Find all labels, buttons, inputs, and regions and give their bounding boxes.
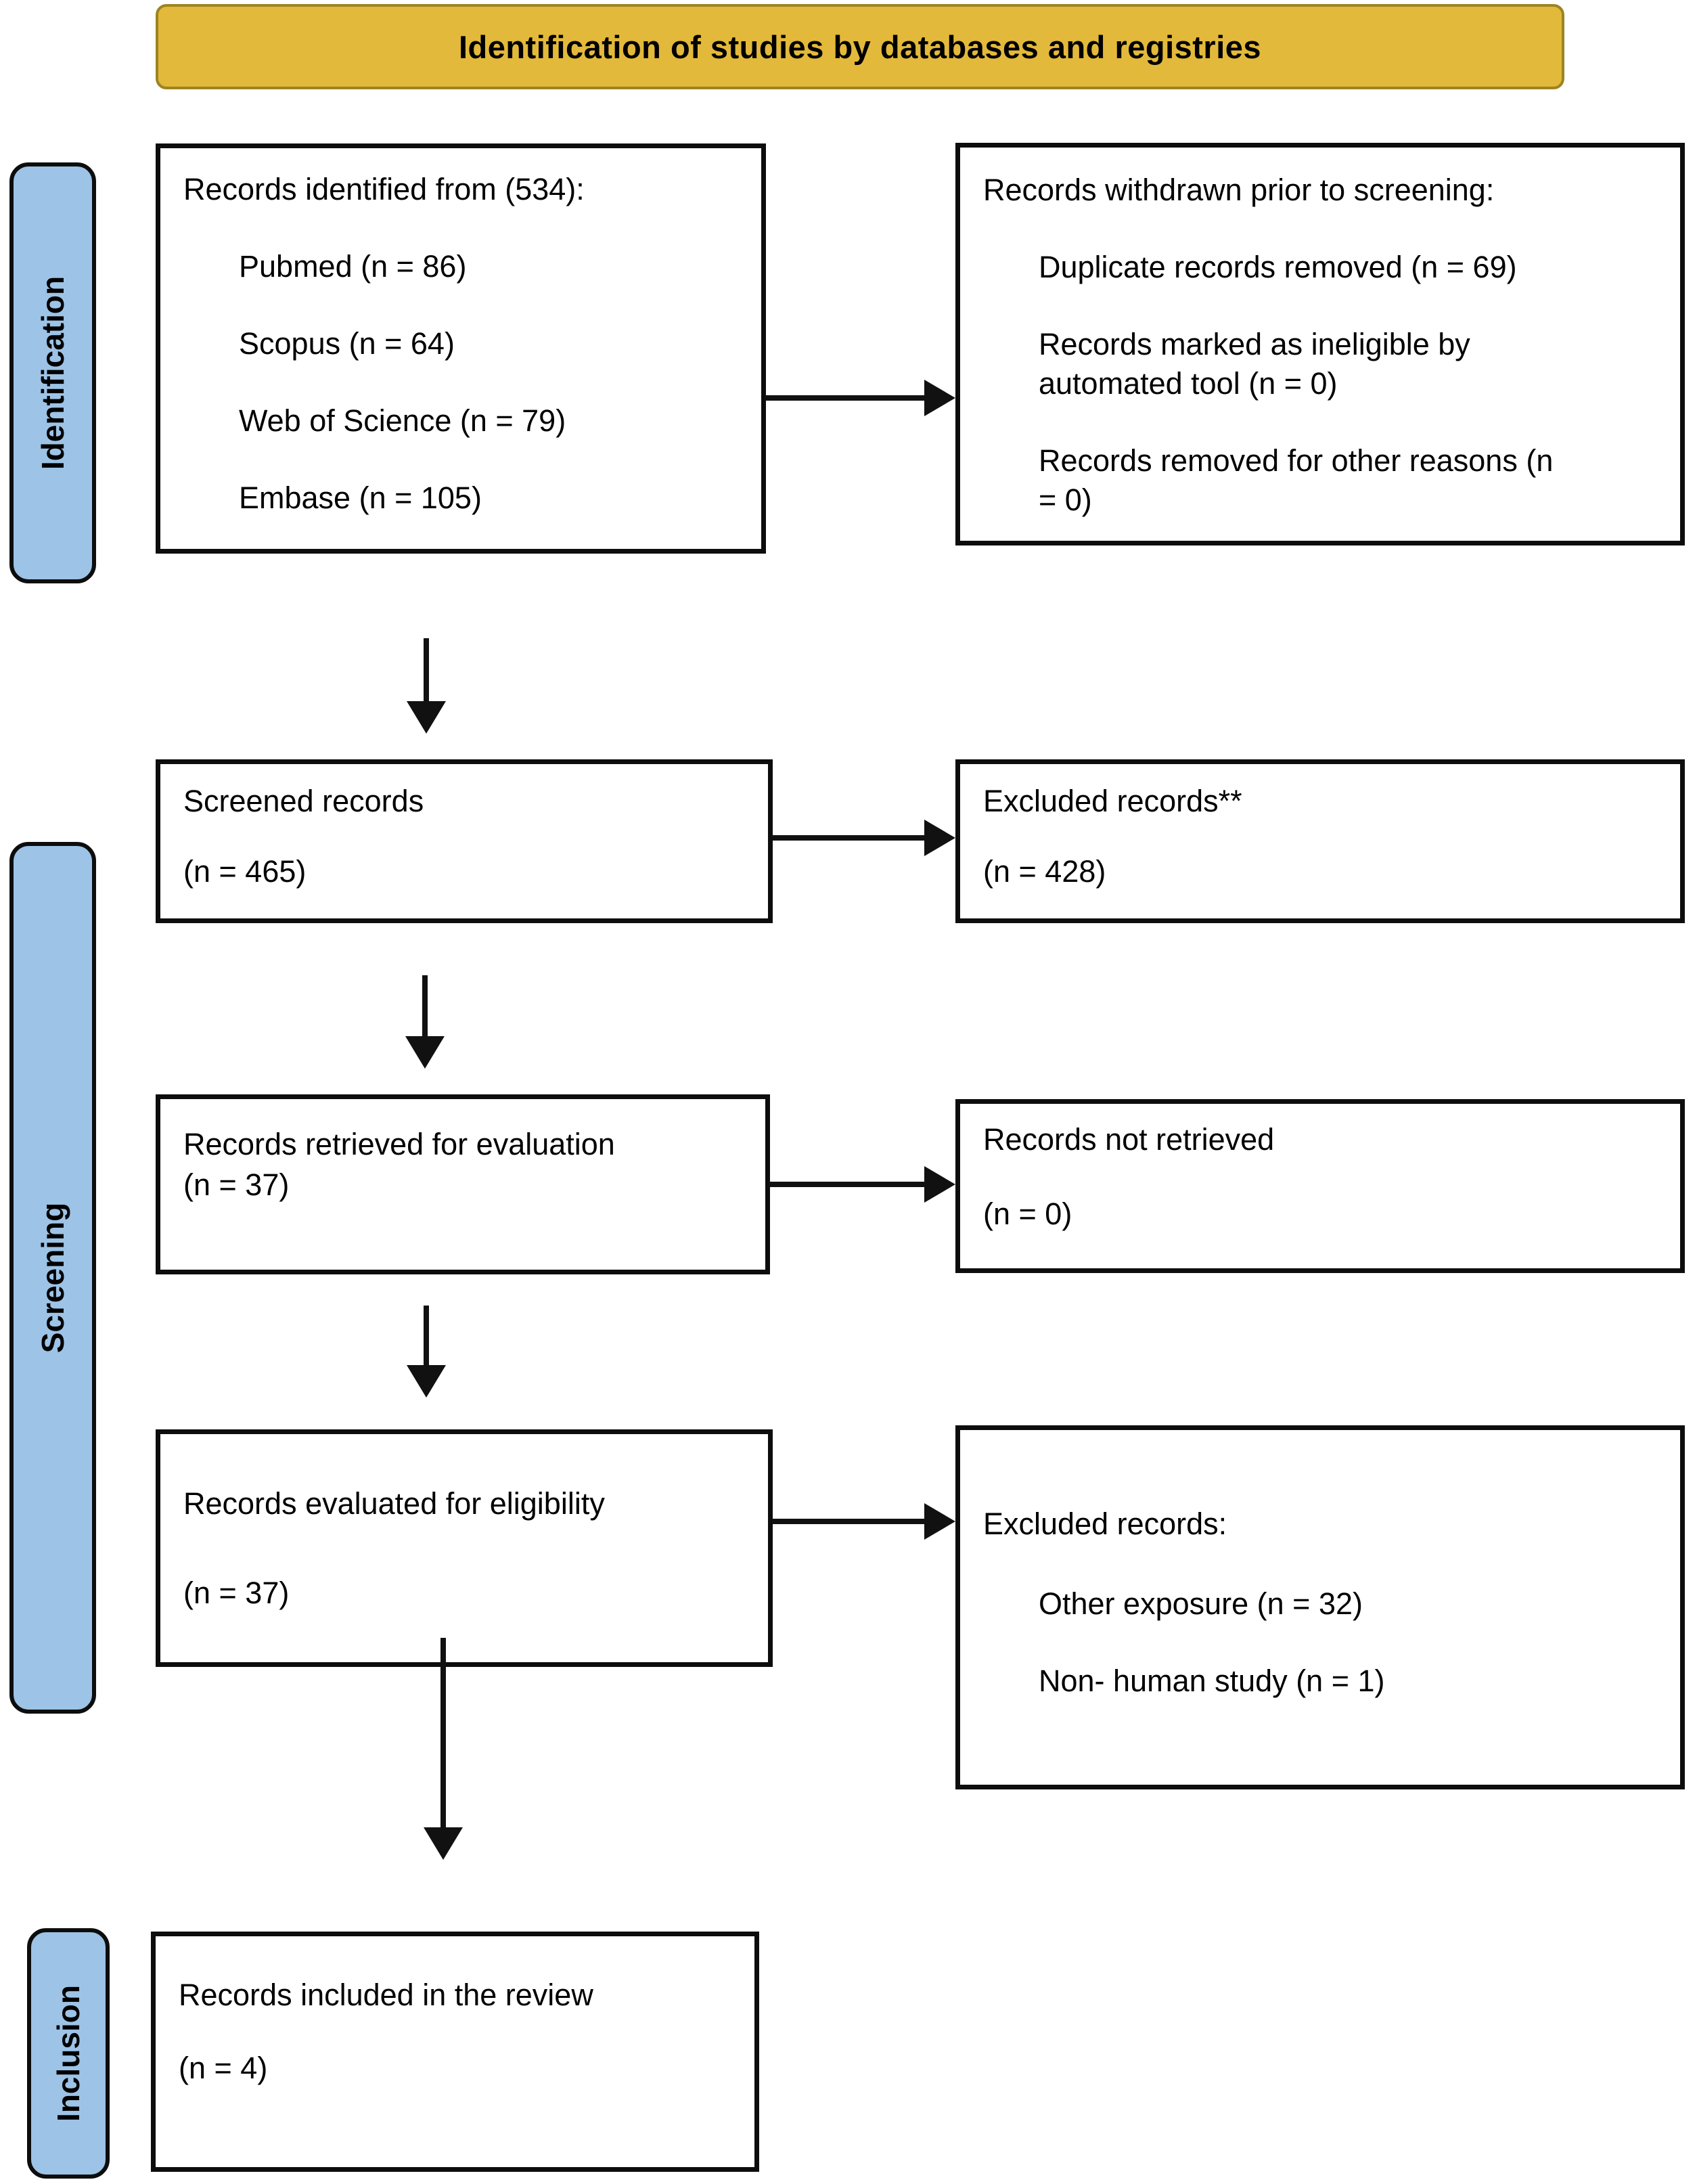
box-records-identified-heading: Records identified from (534): [183, 172, 585, 206]
arrow-screened-to-retrieved [422, 975, 428, 1036]
box-records-withdrawn-heading: Records withdrawn prior to screening: [983, 173, 1495, 207]
box-records-included: Records included in the review (n = 4) [151, 1932, 759, 2172]
stage-label-screening-text: Screening [35, 1202, 71, 1354]
stage-label-identification: Identification [9, 162, 96, 583]
stage-label-screening: Screening [9, 842, 96, 1714]
box-records-not-retrieved-count: (n = 0) [983, 1197, 1072, 1231]
box-records-evaluated-heading: Records evaluated for eligibility [183, 1486, 605, 1521]
box-records-withdrawn: Records withdrawn prior to screening: Du… [955, 143, 1685, 545]
box-screened-records: Screened records (n = 465) [156, 759, 773, 923]
arrow-retrieved-to-not-retrieved [769, 1182, 924, 1187]
box-records-included-heading: Records included in the review [179, 1978, 593, 2012]
arrow-identified-to-screened [424, 638, 429, 701]
arrow-retrieved-to-evaluated [424, 1306, 429, 1365]
box-excluded-records-screening-heading: Excluded records** [983, 784, 1242, 818]
stage-label-inclusion: Inclusion [27, 1928, 110, 2179]
arrow-evaluated-to-included [440, 1638, 446, 1827]
box-records-included-count: (n = 4) [179, 2051, 268, 2085]
box-screened-records-count: (n = 465) [183, 854, 307, 889]
box-excluded-records-eligibility-heading: Excluded records: [983, 1507, 1227, 1541]
banner-title-text: Identification of studies by databases a… [458, 28, 1262, 65]
box-records-not-retrieved-heading: Records not retrieved [983, 1122, 1275, 1157]
banner-title: Identification of studies by databases a… [156, 4, 1564, 89]
identified-source-embase: Embase (n = 105) [239, 481, 482, 515]
box-records-identified: Records identified from (534): Pubmed (n… [156, 143, 766, 554]
identified-source-scopus: Scopus (n = 64) [239, 326, 455, 361]
box-records-retrieved: Records retrieved for evaluation (n = 37… [156, 1094, 770, 1274]
withdrawn-other-reasons: Records removed for other reasons (n = 0… [1039, 443, 1554, 517]
box-excluded-records-screening-count: (n = 428) [983, 854, 1106, 889]
arrow-identified-to-withdrawn [765, 395, 924, 401]
box-excluded-records-eligibility: Excluded records: Other exposure (n = 32… [955, 1425, 1685, 1789]
box-records-retrieved-count: (n = 37) [183, 1167, 290, 1202]
arrow-evaluated-to-excluded [772, 1519, 924, 1524]
box-records-retrieved-heading: Records retrieved for evaluation [183, 1127, 615, 1161]
box-screened-records-heading: Screened records [183, 784, 424, 818]
excluded-non-human-study: Non- human study (n = 1) [1039, 1664, 1385, 1698]
box-records-evaluated-count: (n = 37) [183, 1576, 290, 1610]
withdrawn-duplicates: Duplicate records removed (n = 69) [1039, 250, 1517, 284]
excluded-other-exposure: Other exposure (n = 32) [1039, 1586, 1363, 1621]
withdrawn-ineligible-automated: Records marked as ineligible by automate… [1039, 327, 1470, 401]
arrow-screened-to-excluded [771, 835, 924, 841]
stage-label-identification-text: Identification [35, 275, 71, 470]
stage-label-inclusion-text: Inclusion [51, 1985, 86, 2122]
box-records-not-retrieved: Records not retrieved (n = 0) [955, 1099, 1685, 1273]
box-records-evaluated: Records evaluated for eligibility (n = 3… [156, 1429, 773, 1667]
box-excluded-records-screening: Excluded records** (n = 428) [955, 759, 1685, 923]
identified-source-pubmed: Pubmed (n = 86) [239, 249, 467, 284]
identified-source-web-of-science: Web of Science (n = 79) [239, 403, 566, 438]
